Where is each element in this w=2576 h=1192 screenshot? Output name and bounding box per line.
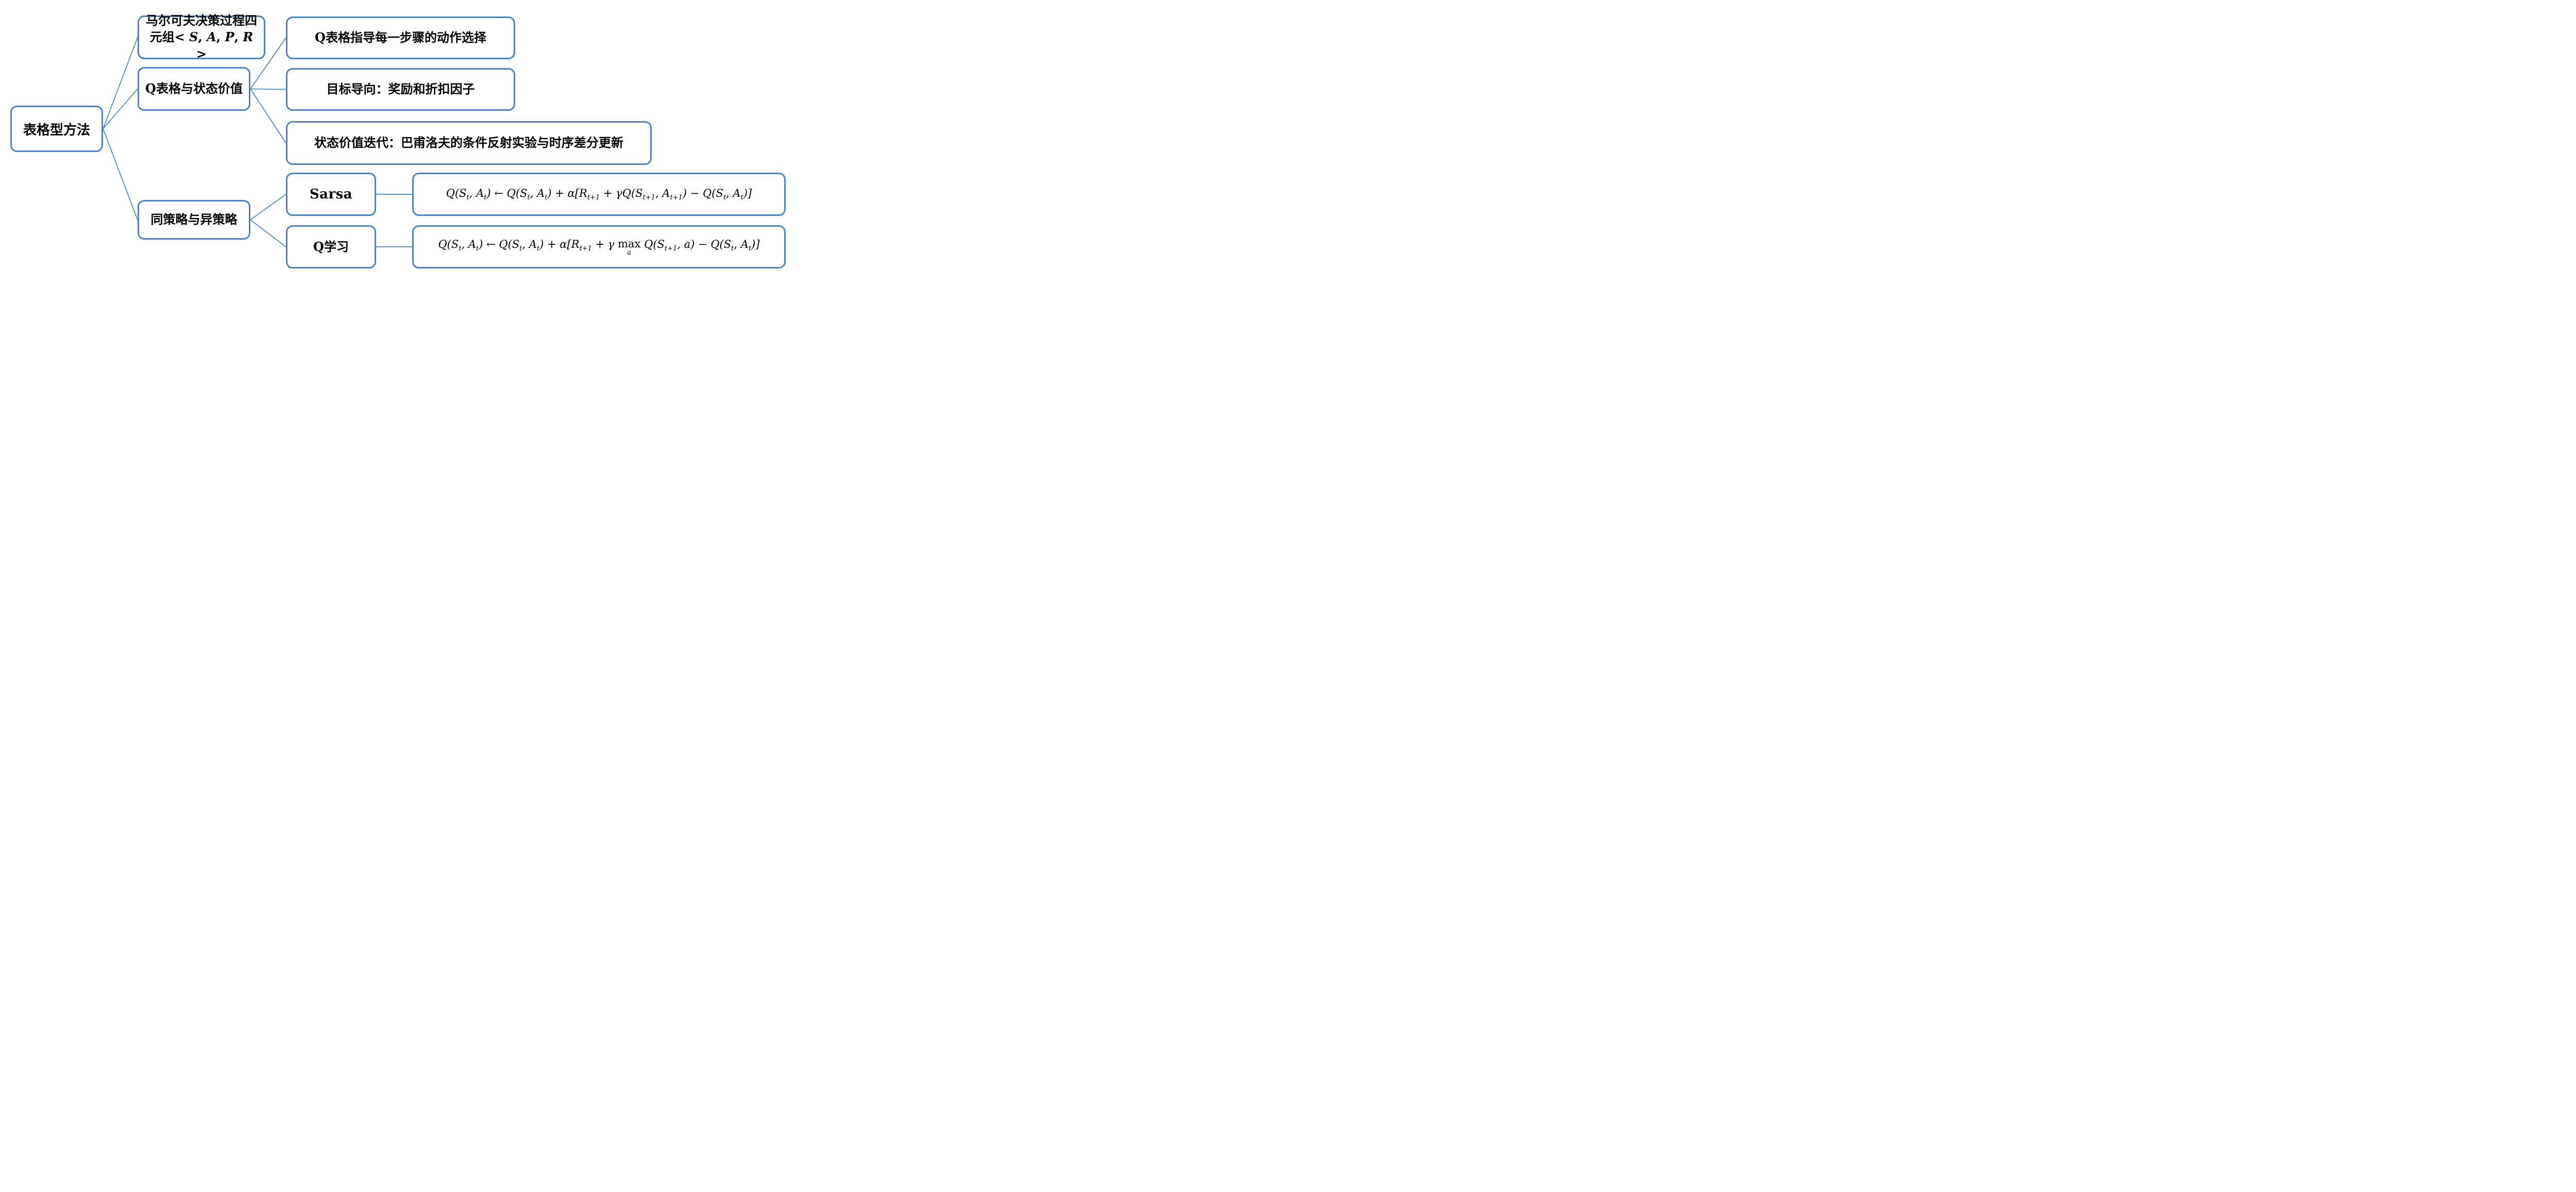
- node-q-learning: Q学习: [286, 225, 376, 268]
- node-qtable-state-value: Q表格与状态价值: [138, 67, 250, 111]
- connector-root-to-qtable: [103, 88, 138, 129]
- sarsa-formula-text: Q(St, At) ← Q(St, At) + α[Rt+1 + γQ(St+1…: [446, 187, 752, 202]
- node-on-off-policy: 同策略与异策略: [138, 200, 250, 240]
- node-qtable-label: Q表格与状态价值: [145, 81, 243, 96]
- connector-root-to-policy: [103, 128, 138, 221]
- connector-qtable-to-valueiter: [250, 88, 286, 144]
- node-mdp-line1: 马尔可夫决策过程四: [146, 12, 257, 28]
- node-mdp-line2: 元组< S, A, P, R >: [149, 29, 253, 61]
- node-root-label: 表格型方法: [23, 122, 90, 138]
- connector-policy-to-sarsa: [250, 194, 286, 221]
- node-root: 表格型方法: [10, 106, 103, 152]
- node-valueiter-label: 状态价值迭代：巴甫洛夫的条件反射实验与时序差分更新: [314, 135, 623, 150]
- node-sarsa-label: Sarsa: [309, 187, 353, 202]
- node-sarsa: Sarsa: [286, 173, 376, 216]
- node-goal-label: 目标导向：奖励和折扣因子: [326, 81, 475, 97]
- node-qguide-label: Q表格指导每一步骤的动作选择: [315, 30, 486, 45]
- node-goal-oriented: 目标导向：奖励和折扣因子: [286, 68, 515, 111]
- node-state-value-iteration: 状态价值迭代：巴甫洛夫的条件反射实验与时序差分更新: [286, 121, 652, 165]
- connector-policy-to-qlearn: [250, 219, 286, 247]
- node-mdp-tuple: 马尔可夫决策过程四 元组< S, A, P, R >: [138, 12, 265, 61]
- mindmap-canvas: 表格型方法 马尔可夫决策过程四 元组< S, A, P, R > Q表格与状态价…: [0, 0, 805, 298]
- node-policy-label: 同策略与异策略: [150, 212, 238, 227]
- node-qlearn-label: Q学习: [313, 239, 349, 254]
- connector-root-to-mdp: [103, 37, 138, 129]
- node-qtable-action-selection: Q表格指导每一步骤的动作选择: [286, 16, 515, 59]
- connector-qtable-to-goal: [250, 88, 286, 90]
- node-sarsa-update-formula: Q(St, At) ← Q(St, At) + α[Rt+1 + γQ(St+1…: [412, 173, 786, 216]
